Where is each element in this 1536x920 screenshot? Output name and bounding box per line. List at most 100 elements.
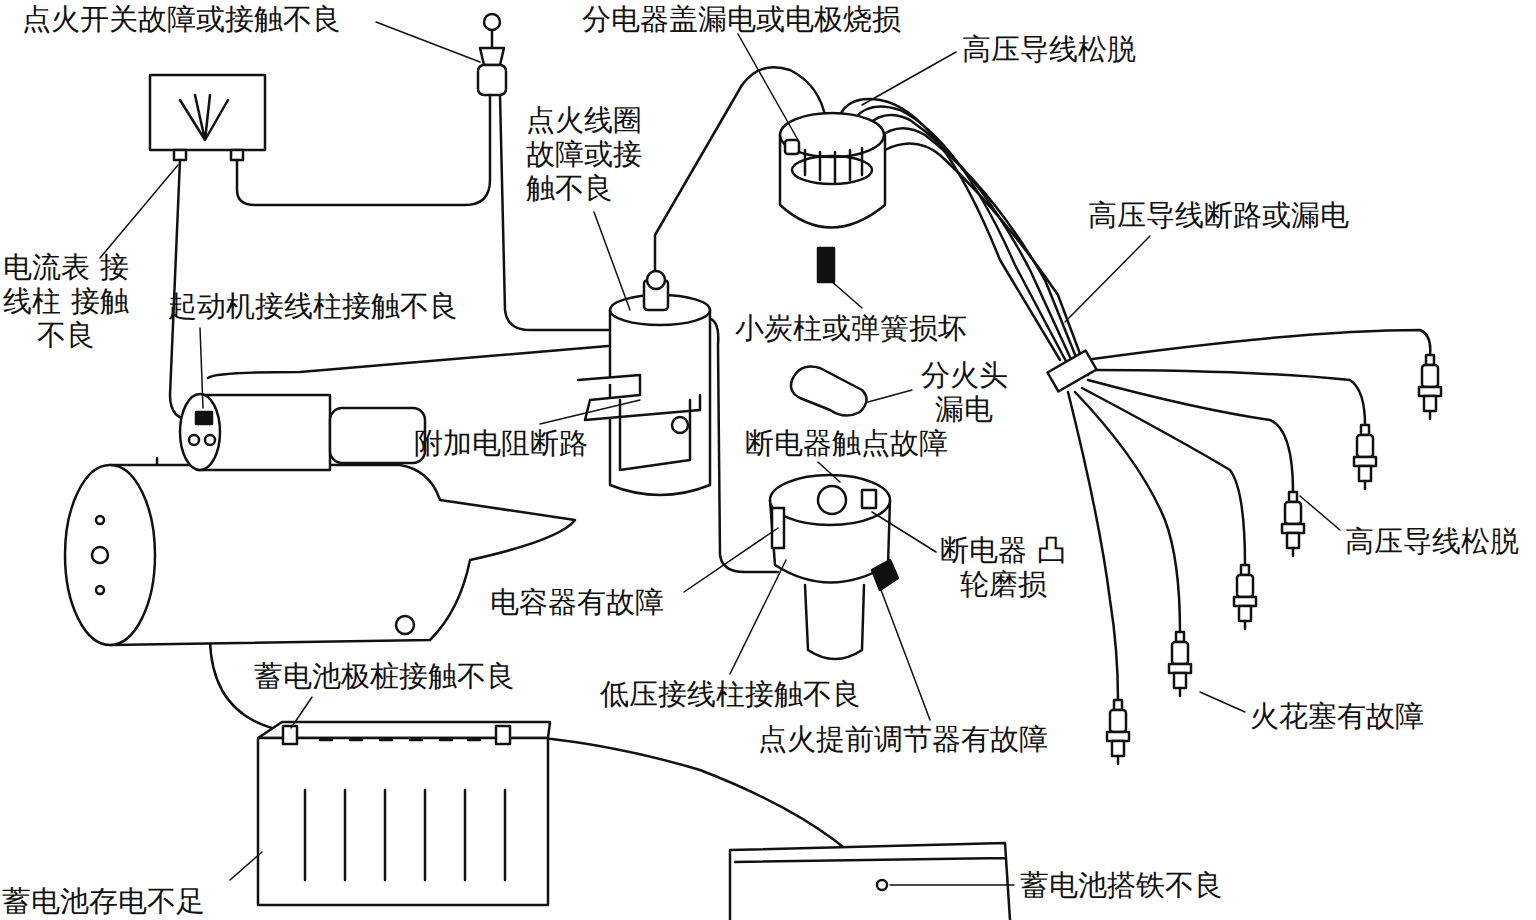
callout-label: 高压导线松脱 <box>962 32 1136 66</box>
callout-label: 高压导线松脱 <box>1345 524 1519 558</box>
solenoid-terminal <box>189 435 199 445</box>
ht-wire <box>1088 370 1365 425</box>
distributor-top <box>770 475 890 525</box>
ignition-coil <box>578 271 710 495</box>
leader-line <box>1300 496 1340 530</box>
callout-label: 蓄电池存电不足 <box>2 884 205 918</box>
solenoid-end <box>330 408 425 463</box>
callout-label: 高压导线断路或漏电 <box>1088 198 1349 232</box>
callout-label: 点火开关故障或接触不良 <box>22 2 341 36</box>
wire-clamp <box>1047 350 1096 391</box>
starter-bolt <box>96 516 104 524</box>
coil-terminal <box>647 271 665 289</box>
distributor-body <box>770 475 898 659</box>
spark-plugs <box>1107 355 1441 764</box>
starter-bolt <box>96 586 104 594</box>
battery-post <box>496 726 510 744</box>
breaker-contact <box>862 490 876 508</box>
cap-tower <box>785 140 799 154</box>
distributor-cap <box>780 113 885 228</box>
callout-label: 蓄电池极桩接触不良 <box>254 659 515 693</box>
spark-plug <box>1234 565 1256 629</box>
leader-line <box>684 528 778 592</box>
starter-hub <box>92 547 108 563</box>
leader-line <box>730 560 786 674</box>
leader-line <box>376 22 480 62</box>
callout-label: 点火提前调节器有故障 <box>758 722 1048 756</box>
solenoid-terminal <box>205 435 215 445</box>
leader-line <box>200 328 203 408</box>
ammeter-needle <box>180 95 228 140</box>
spark-plug <box>1282 492 1304 556</box>
leader-line <box>830 280 862 308</box>
leader-line <box>291 697 312 728</box>
leader-line <box>818 462 840 482</box>
switch-key <box>484 14 500 30</box>
ammeter-terminal <box>174 150 186 160</box>
vacuum-advance <box>872 560 898 590</box>
mount-hole <box>396 616 414 634</box>
bracket-hole <box>672 417 688 433</box>
battery <box>258 722 550 905</box>
callout-label: 附加电阻断路 <box>414 426 588 460</box>
ht-wire <box>1075 392 1180 632</box>
leader-line <box>540 400 640 424</box>
ht-wire <box>1068 392 1118 700</box>
leader-line <box>100 165 178 258</box>
callout-label: 电容器有故障 <box>490 585 664 619</box>
breaker-cam <box>818 486 846 514</box>
callout-label: 火花塞有故障 <box>1250 699 1424 733</box>
leader-line <box>890 884 1014 886</box>
solenoid-terminal <box>196 412 212 424</box>
switch-key <box>480 30 504 65</box>
coil-bracket <box>620 400 690 470</box>
ammeter-terminal <box>231 150 243 160</box>
ignition-switch <box>478 14 506 95</box>
spark-plug <box>1169 632 1191 696</box>
ht-wire <box>1085 330 1430 360</box>
leader-line <box>230 852 262 880</box>
leader-line <box>594 212 630 310</box>
leader-line <box>868 390 912 402</box>
ground-frame <box>730 843 1010 920</box>
battery-case <box>258 738 548 905</box>
ammeter-box <box>150 75 265 150</box>
ht-wire <box>1082 388 1245 565</box>
solenoid-cap <box>180 394 220 470</box>
leader-line <box>1200 692 1245 712</box>
ground-point <box>877 880 887 890</box>
cap-electrodes <box>805 148 862 182</box>
leader-lines <box>100 22 1340 885</box>
starter-face <box>65 465 155 645</box>
spark-plug <box>1107 700 1129 764</box>
leader-line <box>878 582 930 720</box>
spark-plug <box>1354 425 1376 489</box>
wire <box>208 345 620 378</box>
ht-wire <box>1088 380 1293 492</box>
spark-plug <box>1419 355 1441 419</box>
leader-line <box>872 512 936 552</box>
callout-label: 断电器 凸轮磨损 <box>936 533 1070 601</box>
ammeter <box>150 75 265 160</box>
switch-body <box>478 65 506 95</box>
callout-label: 分火头 漏电 <box>912 358 1016 426</box>
callout-label: 低压接线柱接触不良 <box>600 677 861 711</box>
battery-caps <box>320 739 480 742</box>
carbon-brush <box>818 248 834 282</box>
callout-label: 起动机接线柱接触不良 <box>168 289 458 323</box>
leader-line <box>738 34 798 140</box>
callout-label: 蓄电池搭铁不良 <box>1020 868 1223 902</box>
resistor-bracket <box>578 375 700 420</box>
wire <box>237 95 490 205</box>
battery-cells <box>305 790 505 880</box>
callout-label: 分电器盖漏电或电极烧损 <box>582 2 901 36</box>
callout-label: 小炭柱或弹簧损坏 <box>735 311 967 345</box>
leader-line <box>1065 236 1150 322</box>
battery-post <box>283 726 297 744</box>
distributor-shaft <box>805 585 864 659</box>
callout-label: 点火线圈 故障或接 触不良 <box>526 103 654 205</box>
rotor <box>791 367 867 416</box>
callout-label: 电流表 接线柱 接触不良 <box>0 250 132 352</box>
leader-line <box>862 52 956 105</box>
